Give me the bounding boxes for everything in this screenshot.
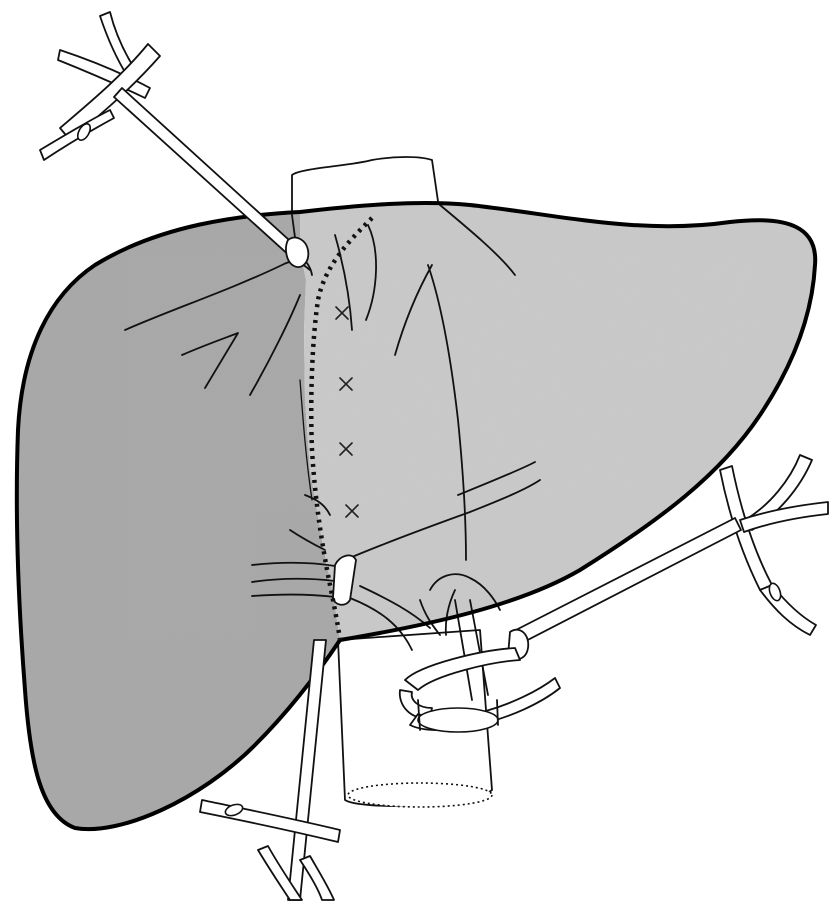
vena-cava-lumen (348, 783, 492, 807)
upper-retractor (40, 12, 308, 267)
